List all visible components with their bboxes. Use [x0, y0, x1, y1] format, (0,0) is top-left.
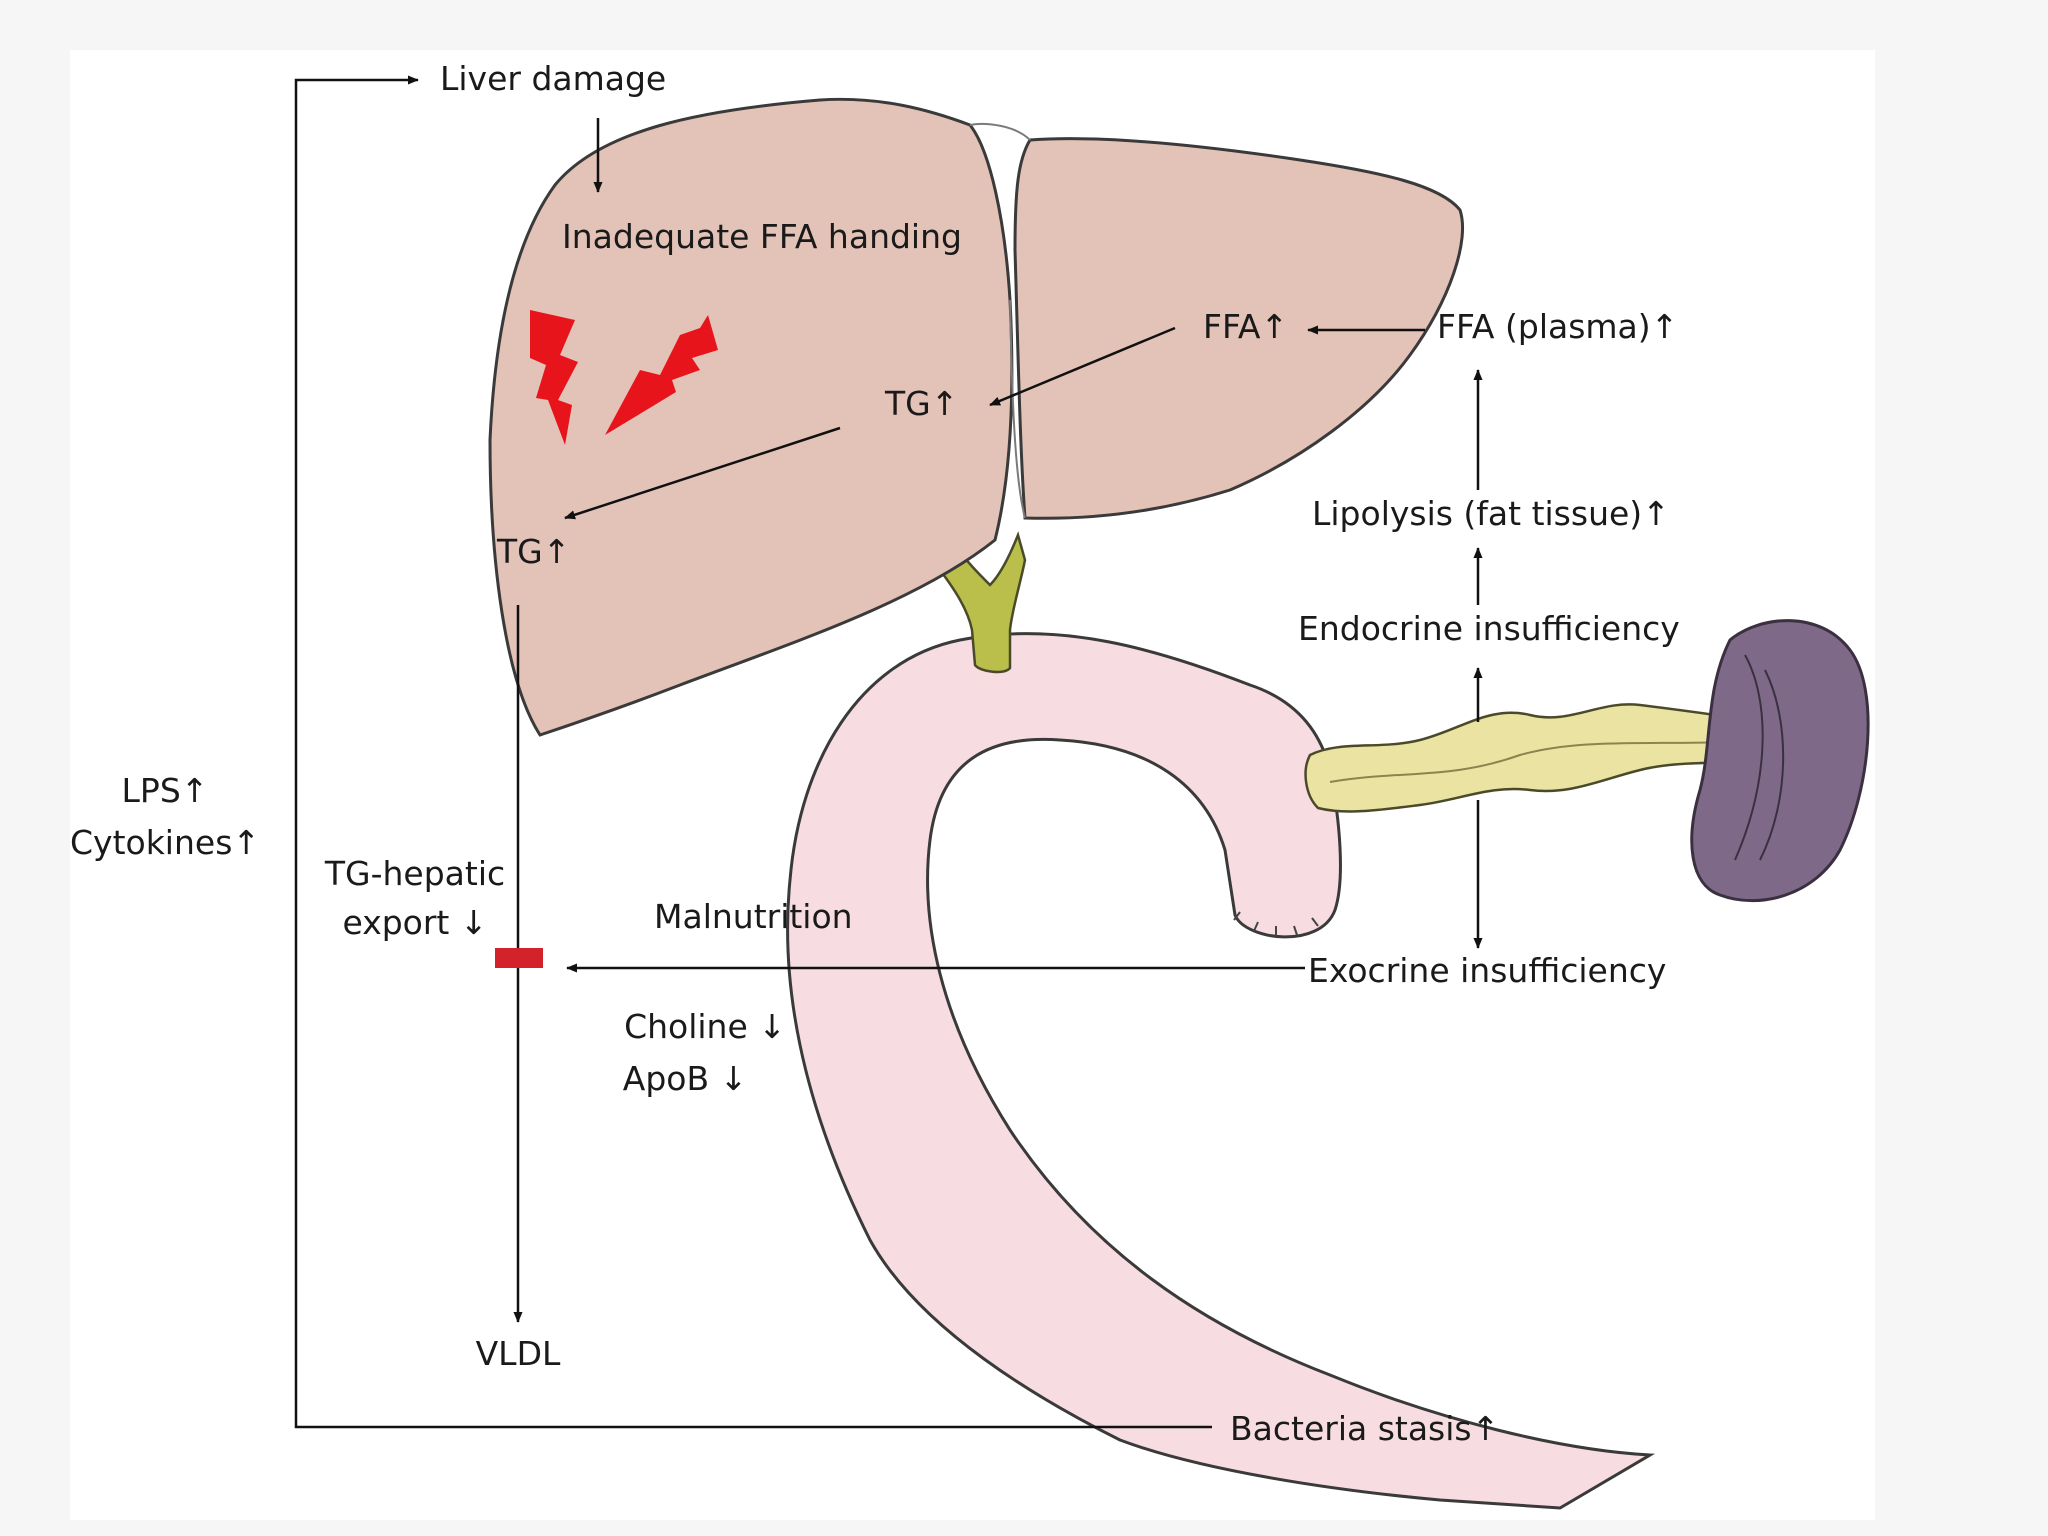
- bile-duct: [938, 531, 1027, 674]
- label-exocrine-insufficiency: Exocrine insufficiency: [1308, 951, 1667, 990]
- arrow-tg-to-tg: [564, 426, 841, 520]
- label-endocrine-insufficiency: Endocrine insufficiency: [1298, 609, 1680, 648]
- label-lps: LPS↑: [121, 771, 209, 810]
- label-tg-upper: TG↑: [885, 384, 959, 423]
- damage-bolt-1: [530, 310, 578, 445]
- intestine-stitches: [1233, 911, 1319, 936]
- liver-left-lobe: [488, 97, 1014, 737]
- label-choline: Choline ↓: [624, 1007, 786, 1046]
- damage-bolt-2: [605, 315, 718, 435]
- label-inadequate-ffa-handling: Inadequate FFA handing: [562, 217, 962, 256]
- label-vldl: VLDL: [475, 1334, 561, 1373]
- label-apob: ApoB ↓: [622, 1059, 748, 1098]
- label-tg-hepatic-export-line2: export ↓: [342, 903, 488, 942]
- label-liver-damage: Liver damage: [440, 59, 667, 98]
- loop-line: [294, 75, 1212, 1429]
- label-malnutrition: Malnutrition: [654, 897, 853, 936]
- label-bacteria-stasis: Bacteria stasis↑: [1230, 1409, 1500, 1448]
- label-ffa-plasma: FFA (plasma)↑: [1437, 307, 1679, 346]
- pancreas-duct: [1329, 741, 1731, 783]
- export-block-marker: [495, 948, 543, 968]
- spleen: [1690, 619, 1870, 903]
- arrow-ffa-to-tg: [989, 326, 1176, 407]
- label-cytokines: Cytokines↑: [70, 823, 261, 862]
- label-tg-hepatic-export-line1: TG-hepatic: [324, 854, 506, 893]
- liver-right-lobe: [1013, 137, 1465, 520]
- spleen-inner-line: [1734, 654, 1785, 861]
- label-lipolysis: Lipolysis (fat tissue)↑: [1312, 494, 1670, 533]
- liver-ligament: [969, 122, 1031, 519]
- label-tg-lower: TG↑: [497, 532, 571, 571]
- label-ffa-liver: FFA↑: [1203, 307, 1289, 346]
